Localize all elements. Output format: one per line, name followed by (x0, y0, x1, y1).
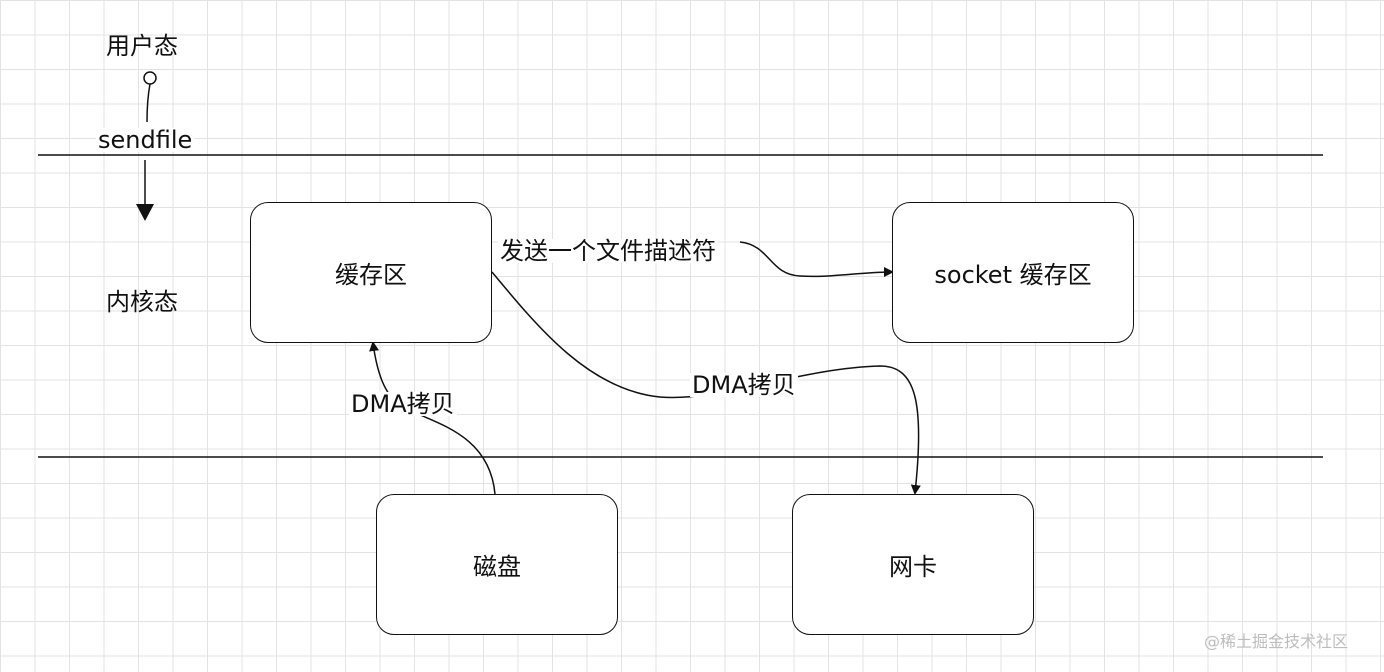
disk-node: 磁盘 (376, 494, 618, 635)
nic-node: 网卡 (792, 494, 1034, 635)
kernel-buffer-label: 缓存区 (335, 261, 407, 289)
sendfile-label: sendfile (96, 126, 195, 154)
kernel-buffer-node: 缓存区 (250, 202, 492, 343)
socket-buffer-node: socket 缓存区 (892, 202, 1134, 343)
syscall-connector-top (146, 83, 151, 123)
syscall-arrow-head (136, 204, 154, 221)
edge-disk-to-buffer (369, 341, 496, 495)
edge-disk-to-buffer-label: DMA拷贝 (349, 390, 457, 418)
user-mode-label: 用户态 (106, 32, 178, 60)
nic-label: 网卡 (889, 553, 937, 581)
edge-buffer-to-nic-label: DMA拷贝 (690, 371, 798, 399)
socket-buffer-label: socket 缓存区 (934, 261, 1092, 289)
syscall-origin-circle (143, 71, 157, 85)
kernel-mode-label: 内核态 (106, 288, 178, 316)
watermark: @稀土掘金技术社区 (1204, 632, 1349, 651)
disk-label: 磁盘 (473, 553, 521, 581)
edge-buffer-to-socket-label: 发送一个文件描述符 (498, 237, 718, 265)
edge-buffer-to-socket (739, 241, 894, 278)
